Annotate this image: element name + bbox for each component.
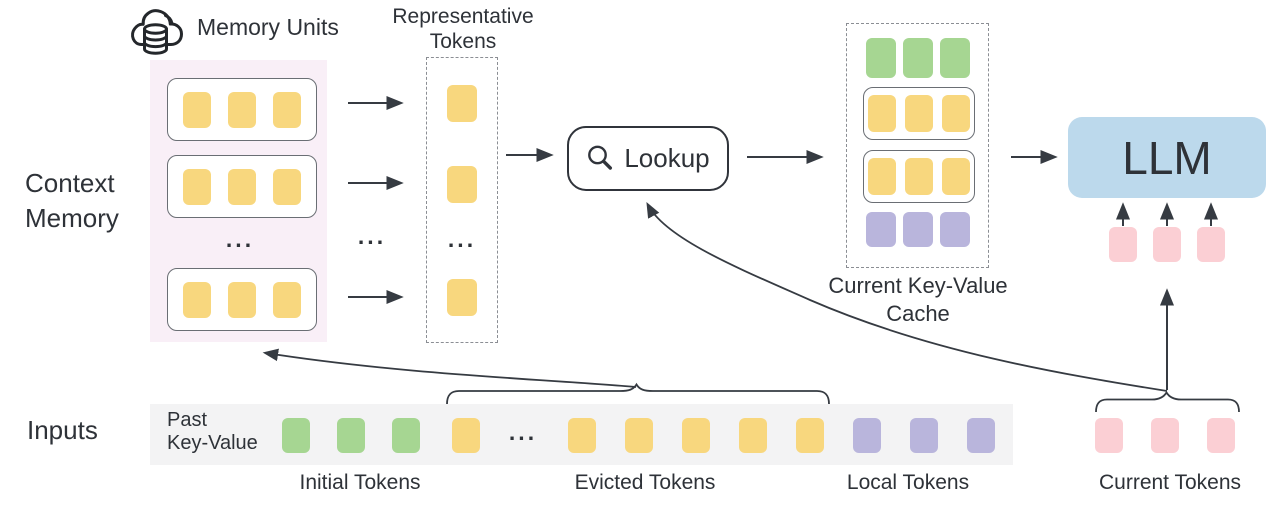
token [905,158,933,195]
initial-tokens-group [282,418,420,453]
representative-title: Representative Tokens [392,4,533,54]
llm-label: LLM [1122,131,1212,184]
token [228,281,256,318]
strip-ellipsis: ... [508,419,538,445]
representative-title-line1: Representative [392,5,534,28]
token [392,418,420,453]
evicted-tokens-group-a [452,418,480,453]
initial-tokens-label: Initial Tokens [299,471,421,494]
token [183,168,211,205]
token [853,418,881,453]
token [682,418,710,453]
token [337,418,365,453]
inputs-label: Inputs [27,415,98,445]
memory-unit [167,78,317,141]
token [868,158,896,195]
token [1207,418,1235,453]
token [910,418,938,453]
token [905,95,933,132]
token [447,279,477,316]
kv-cache-label-line2: Cache [886,301,950,326]
evicted-tokens-label: Evicted Tokens [574,471,716,494]
token [1095,418,1123,453]
current-tokens-label: Current Tokens [1098,471,1242,494]
local-tokens-group [853,418,995,453]
cache-local-row [866,212,970,247]
db-cylinder-rings [143,34,168,49]
token [625,418,653,453]
context-memory-label-line2: Memory [25,203,119,233]
token [1151,418,1179,453]
search-icon [588,145,613,170]
brace-current [1095,390,1240,413]
memory-units-label: Memory Units [197,14,339,40]
cloud-inner-arc [164,14,174,25]
token [739,418,767,453]
token [942,158,970,195]
token [940,212,970,247]
token [228,91,256,128]
token [903,212,933,247]
token [273,91,301,128]
past-kv-label-line1: Past [167,409,208,431]
rep-token [447,279,477,316]
rep-token [447,85,477,122]
context-memory-label: Context Memory [25,166,119,236]
past-kv-label: Past Key-Value [167,409,258,455]
curve-evicted-to-memory [262,348,637,388]
representative-box [426,57,498,343]
lookup-label: Lookup [624,143,710,173]
db-cylinder-top [143,23,168,35]
cache-memory-unit [863,87,975,140]
token [1109,227,1137,262]
token [447,85,477,122]
llm-input-tokens [1109,227,1225,262]
token [183,91,211,128]
kv-cache-label-line1: Current Key-Value [828,273,1008,298]
cache-memory-unit [863,150,975,203]
token [1197,227,1225,262]
token [940,38,970,78]
token [796,418,824,453]
evicted-tokens-group-b [568,418,824,453]
flow-ellipsis: ... [357,223,387,249]
local-tokens-label: Local Tokens [846,471,970,494]
rep-ellipsis: ... [447,226,477,252]
token [273,168,301,205]
cache-initial-row [866,38,970,78]
token [903,38,933,78]
current-tokens-group [1095,418,1235,453]
token [1153,227,1181,262]
cloud-db-icon [131,9,183,55]
memory-unit [167,268,317,331]
token [967,418,995,453]
token [282,418,310,453]
token [452,418,480,453]
token [866,212,896,247]
token [183,281,211,318]
token [866,38,896,78]
token [868,95,896,132]
brace-evicted [446,382,830,405]
token [447,166,477,203]
past-kv-label-line2: Key-Value [167,432,258,454]
context-memory-label-line1: Context [25,168,115,198]
token [942,95,970,132]
lookup-button: Lookup [567,126,729,191]
token [568,418,596,453]
representative-title-line2: Tokens [429,30,497,53]
memory-unit [167,155,317,218]
token [228,168,256,205]
token [273,281,301,318]
llm-box: LLM [1068,117,1266,198]
memory-ellipsis: ... [225,226,255,252]
kv-cache-label: Current Key-Value Cache [828,272,1007,328]
rep-token [447,166,477,203]
